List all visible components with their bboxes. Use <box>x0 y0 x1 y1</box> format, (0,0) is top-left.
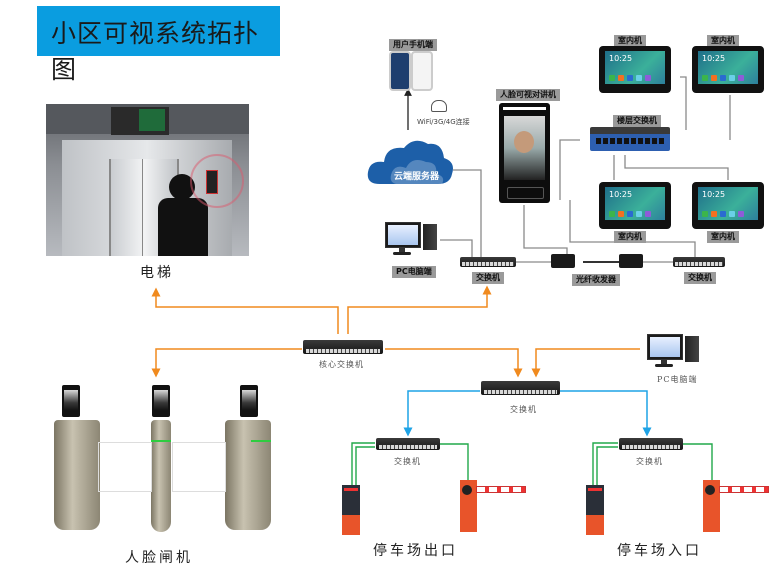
parking-green-wires <box>351 442 713 485</box>
title-banner: 小区可视系统拓扑图 <box>37 6 280 84</box>
wire-cloud-switch <box>453 169 482 258</box>
gate-face-terminal-3 <box>240 385 258 417</box>
wireless-label: WiFi/3G/4G连接 <box>417 118 470 126</box>
entrance-switch-label: 交换机 <box>636 457 663 466</box>
core-switch-label: 核心交换机 <box>319 360 364 369</box>
entrance-ticket-link-a <box>592 442 618 485</box>
gate-glass-panel <box>172 442 226 492</box>
cloud-server-icon <box>367 140 453 184</box>
access-switch-left <box>460 257 516 267</box>
link-parking-entrance <box>560 390 652 437</box>
parking-pc-label: PC电脑端 <box>657 375 698 384</box>
indoor-unit-label-4: 室内机 <box>707 231 739 243</box>
exit-barrier-gate <box>460 480 477 532</box>
top-network-wires <box>440 76 731 263</box>
parking-switch <box>481 381 560 395</box>
exit-ticket-machine <box>342 485 360 535</box>
indoor-time: 10:25 <box>609 54 633 63</box>
exit-barrier-link <box>440 443 469 480</box>
indoor-unit-label-3: 室内机 <box>614 231 646 243</box>
fiber-label: 光纤收发器 <box>572 274 620 286</box>
access-switch-right <box>673 257 725 267</box>
gate-glass-panel <box>98 442 152 492</box>
exit-ticket-link-a <box>351 442 375 485</box>
indoor-unit-label-2: 室内机 <box>707 35 739 47</box>
link-core-elevator <box>151 287 339 334</box>
indoor-unit-4: 10:25 <box>692 182 764 229</box>
pc-computer-icon <box>385 222 439 256</box>
entrance-ticket-machine <box>586 485 604 535</box>
phone-icon <box>411 51 433 91</box>
link-core-topswitch <box>347 285 492 334</box>
entrance-barrier-arm <box>719 486 769 493</box>
indoor-unit-2: 10:25 <box>692 46 764 93</box>
face-gate-label: 人脸闸机 <box>125 550 193 566</box>
elevator-image <box>46 104 249 256</box>
entrance-ticket-link-b <box>596 446 618 485</box>
floor-switch-label: 楼层交换机 <box>613 115 661 127</box>
indoor-time: 10:25 <box>702 54 726 63</box>
face-intercom-device <box>499 103 550 203</box>
turnstile-right <box>225 420 271 530</box>
indoor-unit-label-1: 室内机 <box>614 35 646 47</box>
indoor-time: 10:25 <box>702 190 726 199</box>
link-parking-exit <box>403 390 480 437</box>
floor-switch-device <box>590 127 670 151</box>
cloud-label: 云端服务器 <box>394 172 440 182</box>
entrance-barrier-link <box>682 443 713 480</box>
phone-icon <box>389 51 411 91</box>
gate-face-terminal-2 <box>152 385 170 417</box>
link-pc-parking <box>531 348 640 378</box>
switch-right-label: 交换机 <box>684 272 716 284</box>
core-switch <box>303 340 383 354</box>
pc-label: PC电脑端 <box>392 266 436 278</box>
parking-exit-label: 停车场出口 <box>373 543 458 559</box>
wire-floor-indoor4 <box>624 155 729 180</box>
parking-entrance-label: 停车场入口 <box>617 543 702 559</box>
parking-blue-wires <box>403 390 652 437</box>
gate-face-terminal-1 <box>62 385 80 417</box>
turnstile-left <box>54 420 100 530</box>
wire-pc-switch <box>440 239 473 258</box>
link-core-parking <box>385 348 523 378</box>
wire-intercom-switch <box>523 205 568 258</box>
indoor-unit-3: 10:25 <box>599 182 671 229</box>
parking-switch-label: 交换机 <box>510 405 537 414</box>
indoor-time: 10:25 <box>609 190 633 199</box>
diagram-title: 小区可视系统拓扑图 <box>51 19 260 84</box>
exit-switch <box>376 438 440 450</box>
face-intercom-label: 人脸可视对讲机 <box>496 89 560 101</box>
turnstile-middle <box>151 420 171 532</box>
switch-left-label: 交换机 <box>472 272 504 284</box>
entrance-barrier-gate <box>703 480 720 532</box>
fiber-transceiver-2 <box>619 254 643 268</box>
wire-floorswitch-left <box>559 139 580 200</box>
entrance-switch <box>619 438 683 450</box>
exit-switch-label: 交换机 <box>394 457 421 466</box>
wifi-router-icon <box>431 100 447 112</box>
core-wires <box>151 285 640 378</box>
exit-barrier-arm <box>476 486 526 493</box>
link-core-gates <box>151 348 302 378</box>
exit-ticket-link-b <box>355 446 375 485</box>
wire-floor-indoor1 <box>680 76 687 130</box>
parking-pc-icon <box>647 334 703 370</box>
elevator-label: 电梯 <box>140 265 174 281</box>
mobile-label: 用户手机端 <box>389 39 437 51</box>
indoor-unit-1: 10:25 <box>599 46 671 93</box>
fiber-transceiver-1 <box>551 254 575 268</box>
